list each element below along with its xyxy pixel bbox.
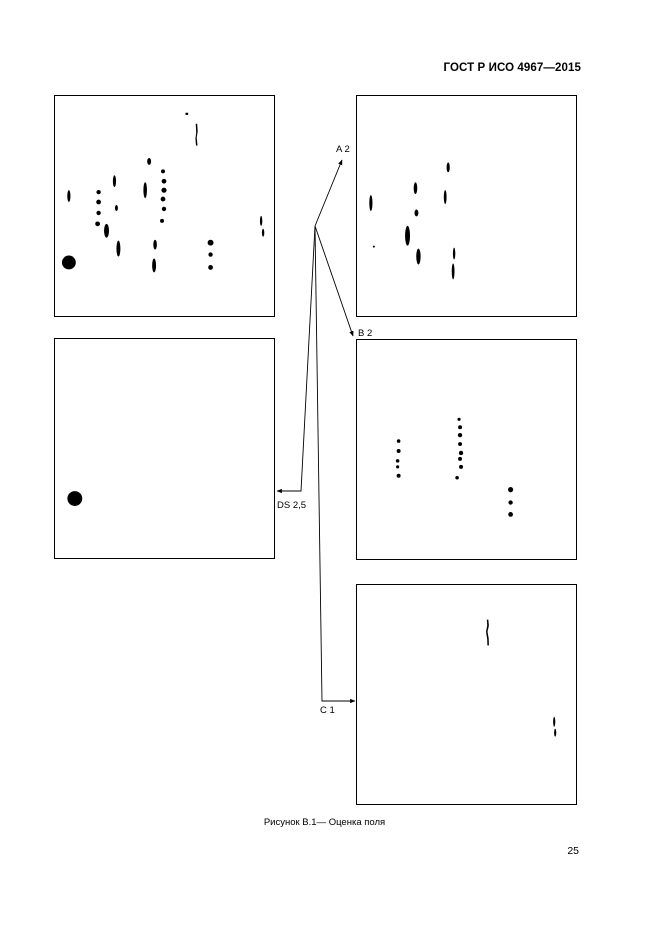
document-header: ГОСТ Р ИСО 4967—2015 [443, 62, 581, 74]
arrow-to-a [314, 159, 343, 227]
field-image-ds [67, 491, 83, 506]
arrow-to-ds [276, 225, 316, 494]
field-image-full [61, 112, 265, 273]
field-image-b [395, 417, 514, 517]
label-c: C 1 [320, 705, 335, 716]
field-panel-a [356, 95, 577, 317]
label-ds: DS 2,5 [277, 500, 307, 511]
label-b: B 2 [358, 328, 373, 339]
page-number: 25 [567, 845, 579, 857]
arrow-to-c [314, 225, 356, 704]
field-panel-ds [54, 338, 275, 559]
field-image-c [486, 619, 557, 737]
figure-caption: Рисунок В.1— Оценка поля [0, 817, 661, 828]
field-panel-b [356, 339, 577, 560]
arrow-to-b [314, 225, 354, 337]
field-panel-full [54, 95, 275, 317]
label-a: A 2 [336, 144, 350, 155]
figure-caption-text: Рисунок В.1— Оценка поля [263, 817, 386, 828]
field-image-a [369, 162, 456, 280]
field-panel-c [356, 584, 577, 805]
